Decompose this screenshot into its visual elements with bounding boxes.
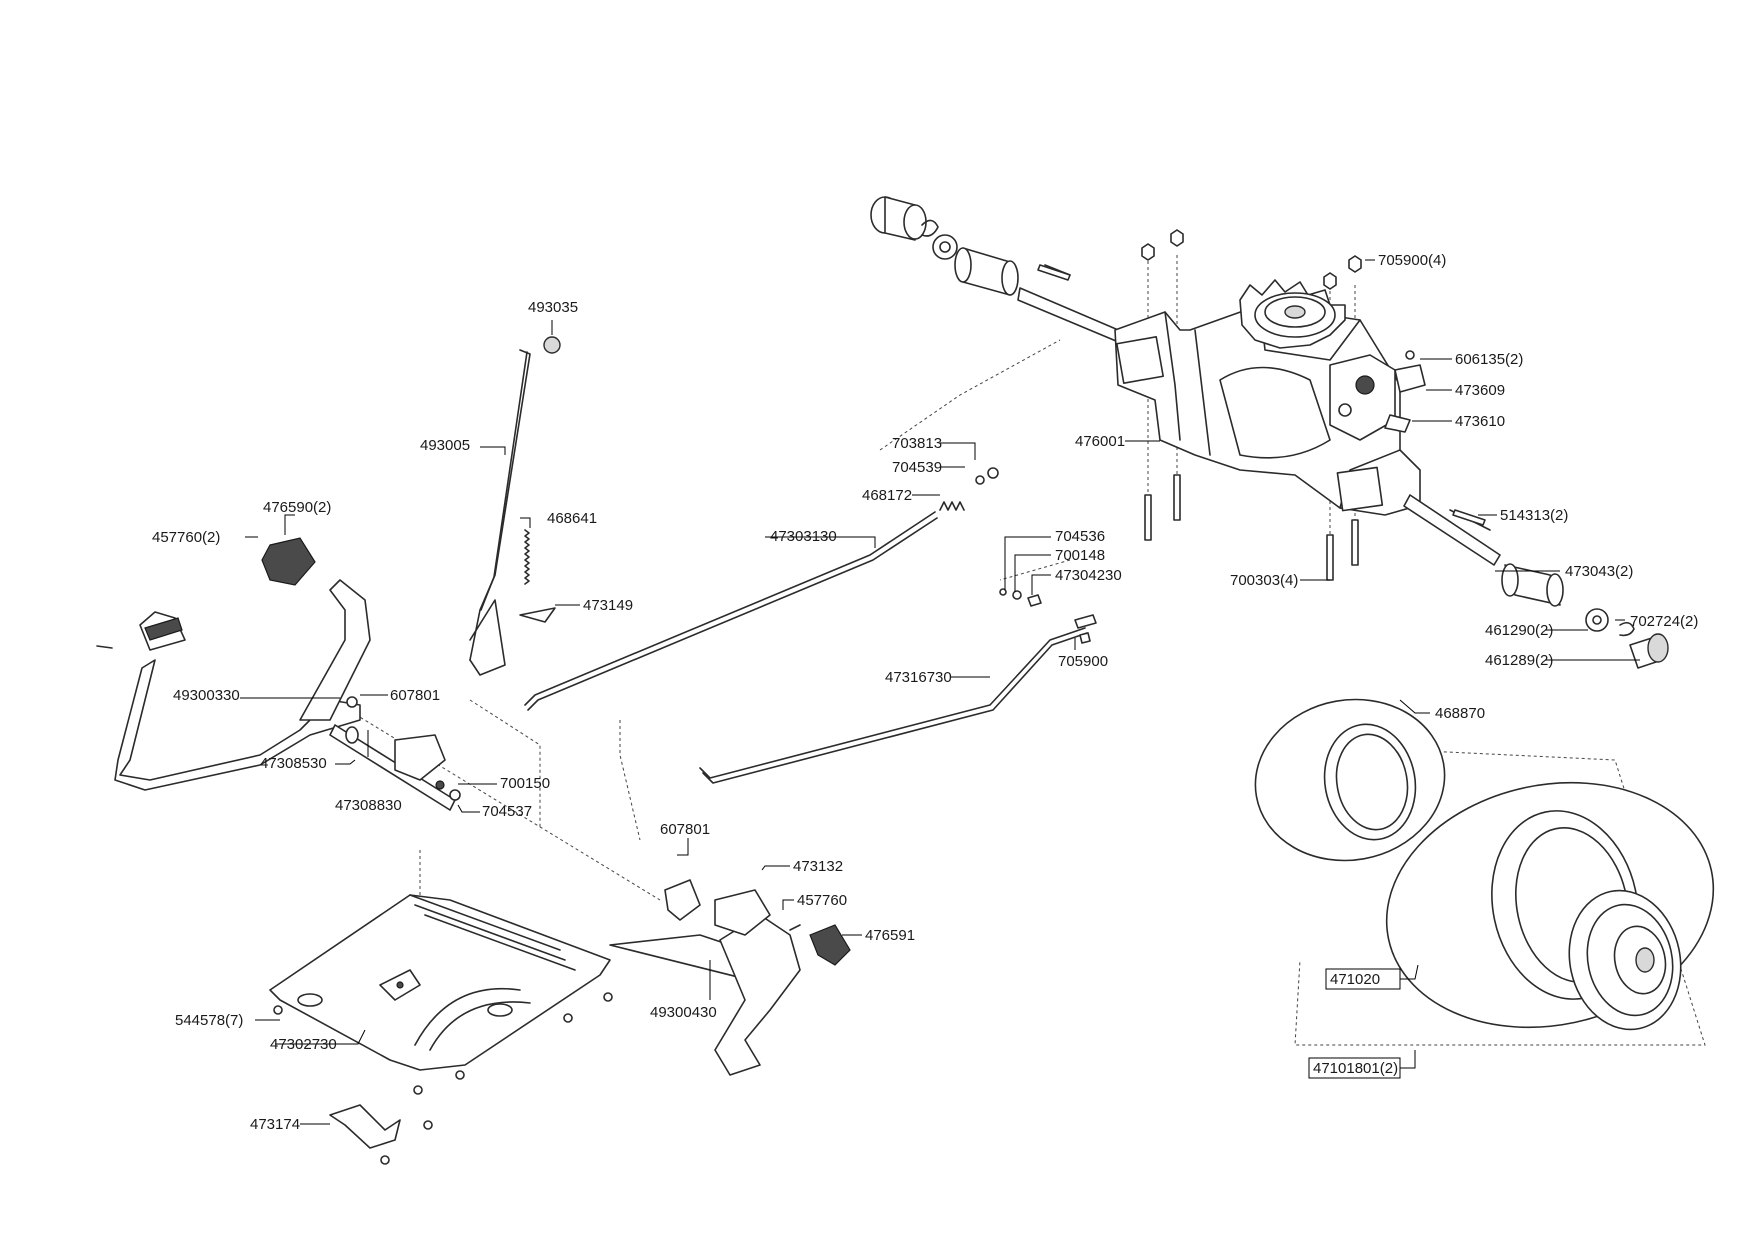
label-473174: 473174 xyxy=(250,1116,300,1133)
label-47303130: 47303130 xyxy=(770,528,837,545)
label-607801-a: 607801 xyxy=(390,687,440,704)
pedal-pad-476590 xyxy=(261,537,316,586)
label-700150: 700150 xyxy=(500,775,550,792)
label-607801-b: 607801 xyxy=(660,821,710,838)
label-704539: 704539 xyxy=(892,459,942,476)
label-473132: 473132 xyxy=(793,858,843,875)
spring-468172 xyxy=(939,501,965,511)
label-47308530: 47308530 xyxy=(260,755,327,772)
spring-468641 xyxy=(524,529,530,585)
label-703813: 703813 xyxy=(892,435,942,452)
tire-468870 xyxy=(1254,698,1446,862)
wheel-assembly xyxy=(1254,698,1715,1031)
rod-47303130 xyxy=(524,511,936,706)
label-476591: 476591 xyxy=(865,927,915,944)
label-493035: 493035 xyxy=(528,299,578,316)
label-704537: 704537 xyxy=(482,803,532,820)
knob-493035 xyxy=(543,336,561,354)
label-704536: 704536 xyxy=(1055,528,1105,545)
rod-47316730 xyxy=(699,627,1086,779)
label-461289: 461289(2) xyxy=(1485,652,1553,669)
leader-lines xyxy=(240,259,1640,1125)
label-471020: 471020 xyxy=(1330,971,1380,988)
label-705900: 705900 xyxy=(1058,653,1108,670)
label-705900-4: 705900(4) xyxy=(1378,252,1446,269)
pedal-right xyxy=(609,879,851,1076)
label-473610: 473610 xyxy=(1455,413,1505,430)
bracket-473610 xyxy=(1384,414,1411,433)
box-47101801 xyxy=(1308,1057,1401,1079)
rim xyxy=(1568,889,1682,1031)
label-700303: 700303(4) xyxy=(1230,572,1298,589)
box-471020 xyxy=(1325,968,1401,990)
label-514313: 514313(2) xyxy=(1500,507,1568,524)
label-544578: 544578(7) xyxy=(175,1012,243,1029)
label-468870: 468870 xyxy=(1435,705,1485,722)
axle-collar-left xyxy=(870,196,1019,296)
label-49300330: 49300330 xyxy=(173,687,240,704)
fan-pulley xyxy=(1239,279,1346,349)
label-47302730: 47302730 xyxy=(270,1036,337,1053)
label-49300430: 49300430 xyxy=(650,1004,717,1021)
key-right xyxy=(1452,509,1486,526)
mounting-bolts xyxy=(1141,229,1362,581)
label-457760: 457760 xyxy=(797,892,847,909)
label-47304230: 47304230 xyxy=(1055,567,1122,584)
label-473609: 473609 xyxy=(1455,382,1505,399)
clip-473149 xyxy=(519,607,556,623)
label-476001: 476001 xyxy=(1075,433,1125,450)
axle-collar-right xyxy=(1501,563,1669,669)
label-493005: 493005 xyxy=(420,437,470,454)
label-473149: 473149 xyxy=(583,597,633,614)
part-labels: 493035 493005 468641 473149 476590(2) 45… xyxy=(152,252,1698,1133)
bracket-473174 xyxy=(329,1104,401,1149)
label-700148: 700148 xyxy=(1055,547,1105,564)
pedal-pad-476591 xyxy=(809,924,851,966)
label-606135: 606135(2) xyxy=(1455,351,1523,368)
label-47308830: 47308830 xyxy=(335,797,402,814)
cross-shaft xyxy=(329,696,461,811)
label-47316730: 47316730 xyxy=(885,669,952,686)
label-457760-2: 457760(2) xyxy=(152,529,220,546)
label-47101801: 47101801(2) xyxy=(1313,1060,1398,1077)
label-468641: 468641 xyxy=(547,510,597,527)
pedal-left xyxy=(96,537,371,791)
label-473043: 473043(2) xyxy=(1565,563,1633,580)
bracket-473609 xyxy=(1394,364,1426,393)
key-left xyxy=(1037,264,1071,281)
label-702724: 702724(2) xyxy=(1630,613,1698,630)
transaxle-assembly xyxy=(870,196,1669,669)
label-476590: 476590(2) xyxy=(263,499,331,516)
floor-plate xyxy=(269,894,613,1165)
label-468172: 468172 xyxy=(862,487,912,504)
label-461290: 461290(2) xyxy=(1485,622,1553,639)
linkage-rods xyxy=(469,336,1097,962)
